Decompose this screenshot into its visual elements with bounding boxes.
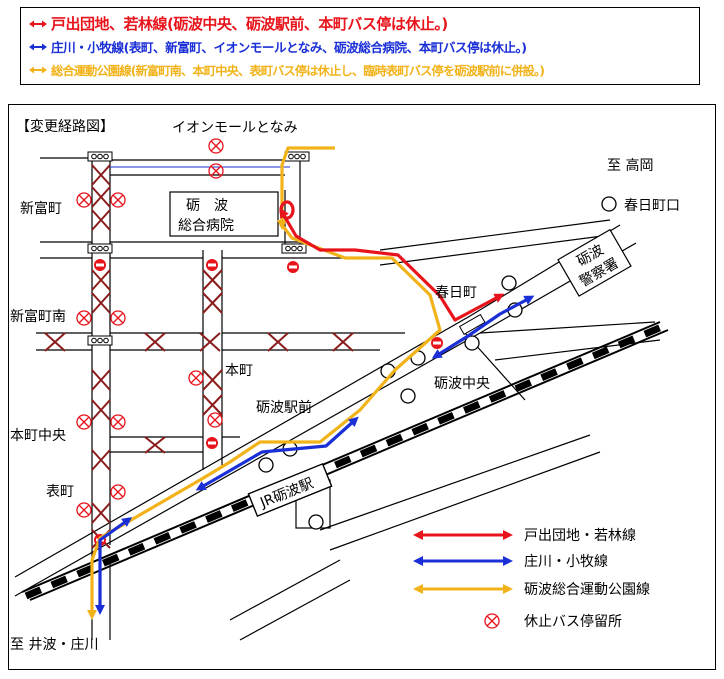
bus-stop-icon [601, 196, 617, 212]
closed-stop-icon [110, 484, 126, 500]
to-inami-label: 至 井波・庄川 [10, 636, 98, 653]
x-mark [91, 186, 111, 208]
notice-line-red: 戸出団地、若林線(砺波中央、砺波駅前、本町バス停は休止。) [29, 12, 693, 35]
no-entry-icon [206, 259, 218, 271]
x-mark [202, 292, 223, 314]
legend: 戸出団地・若林線 庄川・小牧線 砺波総合運動公園線 休止バス停留所 [413, 528, 650, 630]
closed-stop-icon [110, 192, 126, 208]
x-mark [91, 209, 111, 231]
signal-icon [87, 335, 113, 346]
shintomi-minami-label: 新富町南 [10, 308, 66, 325]
map-title: 【変更経路図】 [16, 118, 114, 135]
closed-stop-icon [207, 412, 223, 428]
signal-icon [284, 151, 310, 162]
omotemachi-label: 表町 [46, 484, 74, 500]
x-mark [91, 292, 111, 314]
hospital-label-1: 砺 波 [186, 198, 228, 214]
x-mark [144, 332, 166, 352]
x-mark [202, 269, 223, 291]
jr-station-box: JR砺波駅 [247, 462, 333, 518]
double-arrow-icon [29, 66, 47, 73]
aeon-label: イオンモールとなみ [172, 120, 298, 136]
kasuga-guchi-label: 春日町口 [624, 198, 680, 214]
closed-stop-icon [76, 414, 92, 430]
double-arrow-icon [29, 20, 47, 27]
closed-stop-icon [76, 310, 92, 326]
route-blue [95, 295, 535, 615]
svg-text:庄川・小牧線: 庄川・小牧線 [524, 553, 608, 570]
no-entry-icon [287, 261, 299, 273]
road-diagonal-a [14, 315, 471, 578]
x-mark [332, 332, 354, 352]
tonami-chuo-label: 砺波中央 [434, 376, 490, 392]
signal-icon [87, 243, 113, 254]
x-mark [144, 436, 166, 454]
double-arrow-icon [29, 43, 47, 50]
legend-item-yellow: 砺波総合運動公園線 [413, 582, 650, 598]
bus-stop-icon [501, 275, 517, 291]
to-takaoka-label: 至 高岡 [607, 157, 653, 174]
honmachi-label: 本町 [225, 363, 253, 379]
closed-stop-icon [110, 414, 126, 430]
notice-text-red: 戸出団地、若林線(砺波中央、砺波駅前、本町バス停は休止。) [51, 15, 448, 33]
bus-stop-icon [308, 514, 324, 530]
notice-text-blue: 庄川・小牧線(表町、新富町、イオンモールとなみ、砺波総合病院、本町バス停は休止。… [51, 40, 527, 55]
x-mark [91, 369, 111, 391]
closed-stop-icon [208, 138, 224, 154]
legend-item-closed-stop: 休止バス停留所 [484, 613, 622, 630]
closed-stop-icon [76, 192, 92, 208]
closed-stop-icon [110, 310, 126, 326]
legend-item-red: 戸出団地・若林線 [413, 528, 636, 544]
route-red [279, 200, 505, 322]
closed-stop-icon [208, 163, 224, 179]
closed-stop-icon [76, 502, 92, 518]
notice-box: 戸出団地、若林線(砺波中央、砺波駅前、本町バス停は休止。) 庄川・小牧線(表町、… [20, 7, 700, 85]
bus-stop-icon [258, 457, 274, 473]
x-mark [91, 269, 111, 291]
notice-line-blue: 庄川・小牧線(表町、新富町、イオンモールとなみ、砺波総合病院、本町バス停は休止。… [29, 35, 693, 58]
honmachi-chuo-label: 本町中央 [10, 428, 66, 444]
notice-text-yellow: 総合運動公園線(新富町南、本町中央、表町バス停は休止し、臨時表町バス停を砺波駅前… [51, 63, 545, 78]
closed-stop-icon [188, 370, 204, 386]
x-mark [91, 502, 111, 524]
map-labels: 【変更経路図】 イオンモールとなみ 新富町 新富町南 本町 本町中央 表町 砺波… [10, 118, 680, 653]
x-mark [91, 399, 111, 421]
signal-icon [87, 151, 113, 162]
legend-item-blue: 庄川・小牧線 [413, 553, 608, 570]
svg-text:休止バス停留所: 休止バス停留所 [524, 613, 622, 630]
closed-stop-icon [484, 613, 500, 629]
no-entry-icon [206, 437, 218, 449]
no-entry-icon [94, 259, 106, 271]
kasuga-label: 春日町 [435, 285, 477, 301]
svg-text:戸出団地・若林線: 戸出団地・若林線 [524, 528, 636, 544]
hospital-label-2: 総合病院 [178, 218, 234, 234]
notice-line-yellow: 総合運動公園線(新富町南、本町中央、表町バス停は休止し、臨時表町バス停を砺波駅前… [29, 58, 693, 81]
x-mark [44, 332, 66, 352]
shintomi-label: 新富町 [20, 200, 62, 217]
x-mark [202, 394, 223, 416]
svg-text:砺波総合運動公園線: 砺波総合運動公園線 [524, 582, 650, 598]
x-mark [267, 332, 289, 352]
traffic-signals [87, 151, 486, 346]
x-mark [202, 369, 223, 391]
map-frame [8, 104, 716, 670]
station-front-label: 砺波駅前 [256, 399, 312, 416]
police-box: 砺波 警察署 [557, 228, 632, 297]
x-mark [91, 449, 111, 471]
bus-stop-icon [400, 388, 416, 404]
x-mark [199, 332, 221, 352]
x-mark [91, 164, 111, 186]
signal-icon [281, 243, 307, 254]
no-entry-icon [431, 337, 443, 349]
closed-bus-stops [76, 138, 224, 518]
hospital-building [169, 191, 279, 237]
